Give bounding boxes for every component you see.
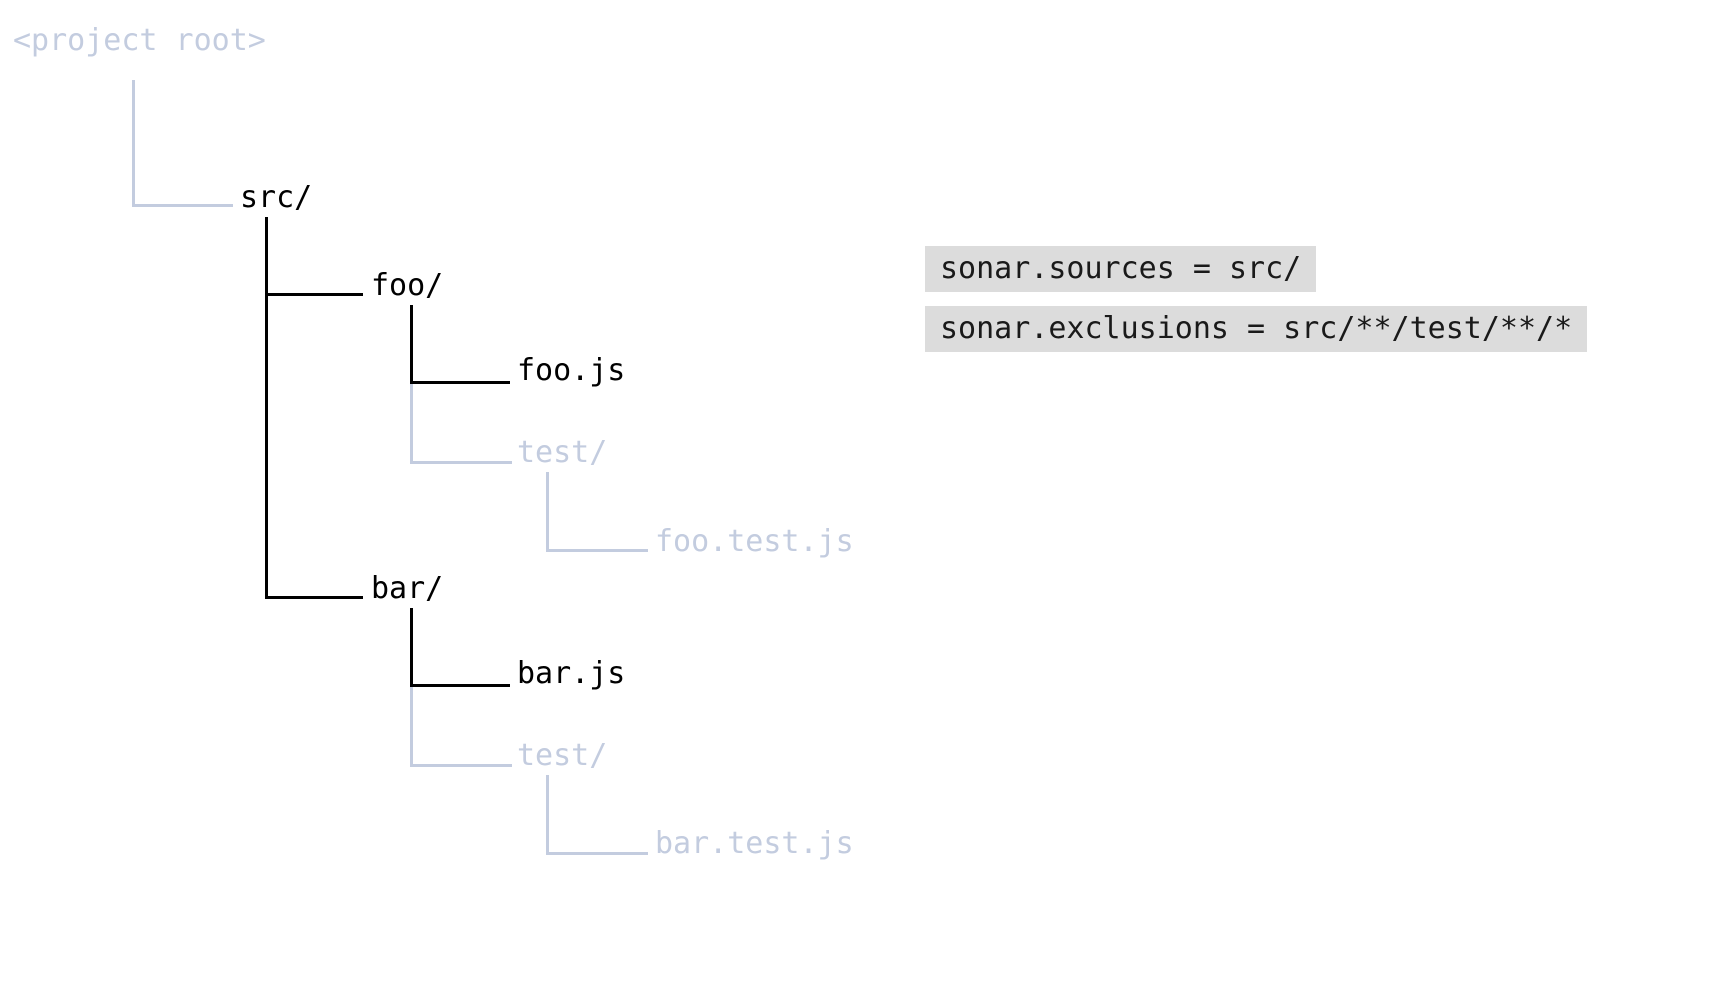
connector-bartest-file-vertical [546,775,549,855]
connector-bar-trunk [410,608,413,687]
tree-node-bar-js: bar.js [517,656,626,691]
connector-src-trunk [265,217,268,599]
tree-node-bar: bar/ [371,571,444,606]
connector-src-foo [265,293,363,296]
connector-bartest-file-horizontal [546,852,648,855]
connector-root-src-vertical [132,80,135,207]
connector-bar-test-horizontal [410,764,512,767]
tree-node-foo-test-js: foo.test.js [655,524,854,559]
tree-node-foo-js: foo.js [517,353,626,388]
sonar-sources-property: sonar.sources = src/ [925,246,1317,292]
sonar-exclusions-property: sonar.exclusions = src/**/test/**/* [925,306,1588,352]
connector-root-src-horizontal [132,204,233,207]
connector-footest-file-horizontal [546,549,648,552]
connector-bar-test-vertical [410,687,413,767]
tree-node-project-root: <project root> [13,23,266,58]
connector-footest-file-vertical [546,472,549,552]
tree-node-foo-test: test/ [517,435,608,470]
tree-node-bar-test: test/ [517,738,608,773]
connector-src-bar [265,596,363,599]
connector-foo-trunk [410,305,413,384]
tree-node-foo: foo/ [371,268,444,303]
connector-bar-barjs [410,684,510,687]
connector-foo-foojs [410,381,510,384]
connector-foo-test-horizontal [410,461,512,464]
tree-node-src: src/ [240,180,313,215]
tree-node-bar-test-js: bar.test.js [655,826,854,861]
connector-foo-test-vertical [410,384,413,464]
